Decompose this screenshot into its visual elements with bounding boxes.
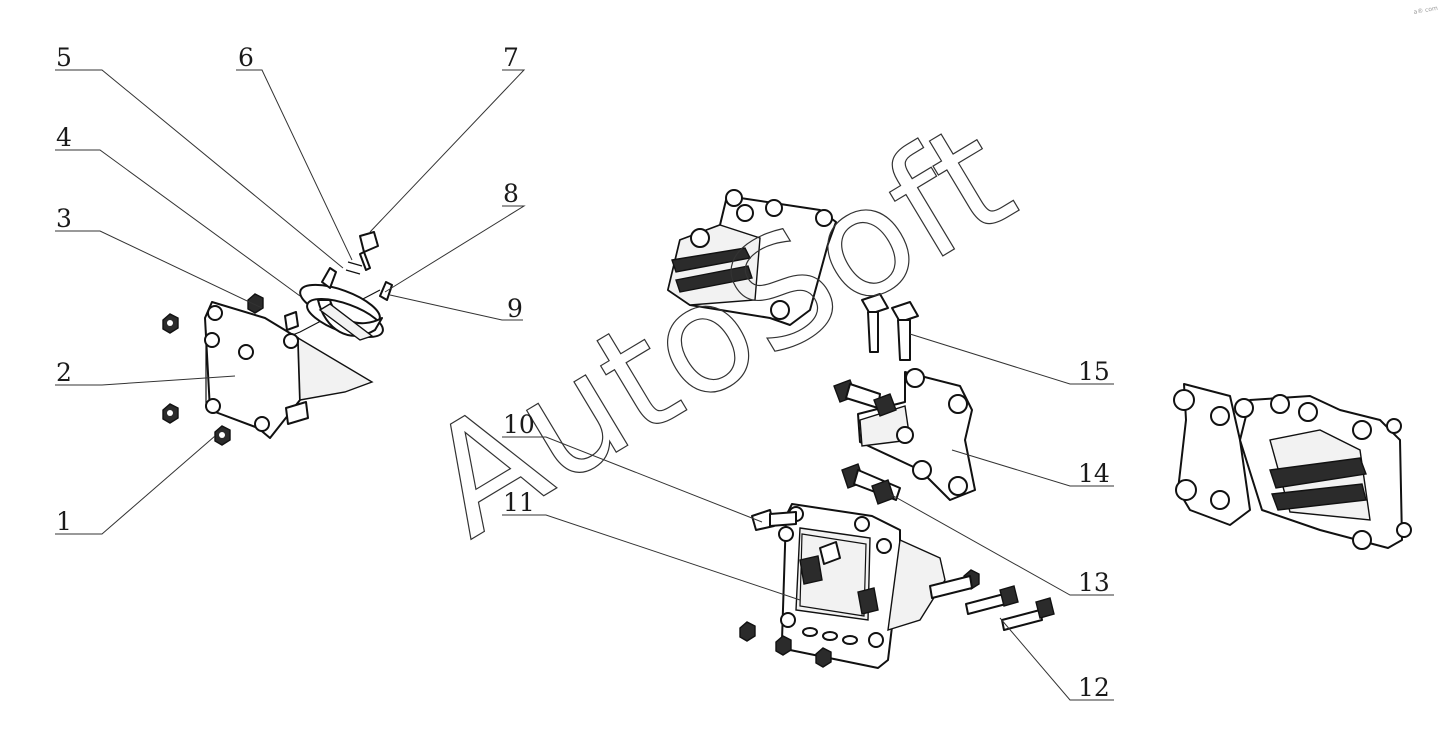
left-mount-assembly [162,231,393,446]
callout-numbers: 1 2 3 4 5 6 7 8 9 10 11 12 13 14 15 [56,43,1110,702]
callout-9: 9 [507,294,523,323]
callout-8: 8 [503,179,519,208]
callout-12: 12 [1078,673,1110,702]
callout-14: 14 [1078,459,1110,488]
callout-13: 13 [1078,568,1110,597]
callout-10: 10 [503,410,535,439]
callout-4: 4 [56,123,72,152]
callout-2: 2 [56,358,72,387]
callout-leaders [55,69,1114,701]
watermark-text: AutoSoft [399,90,1041,571]
callout-3: 3 [56,204,72,233]
callout-15: 15 [1078,357,1110,386]
callout-1: 1 [56,507,72,536]
bracket-14-assembly [833,293,976,505]
callout-7: 7 [503,43,519,72]
callout-6: 6 [238,43,254,72]
lower-frame-assembly [739,503,1055,669]
callout-5: 5 [56,43,72,72]
right-assembled-view [1173,383,1412,550]
upper-mount-assembly [667,189,837,326]
callout-11: 11 [503,488,535,517]
corner-mark: a® com [1413,5,1438,16]
